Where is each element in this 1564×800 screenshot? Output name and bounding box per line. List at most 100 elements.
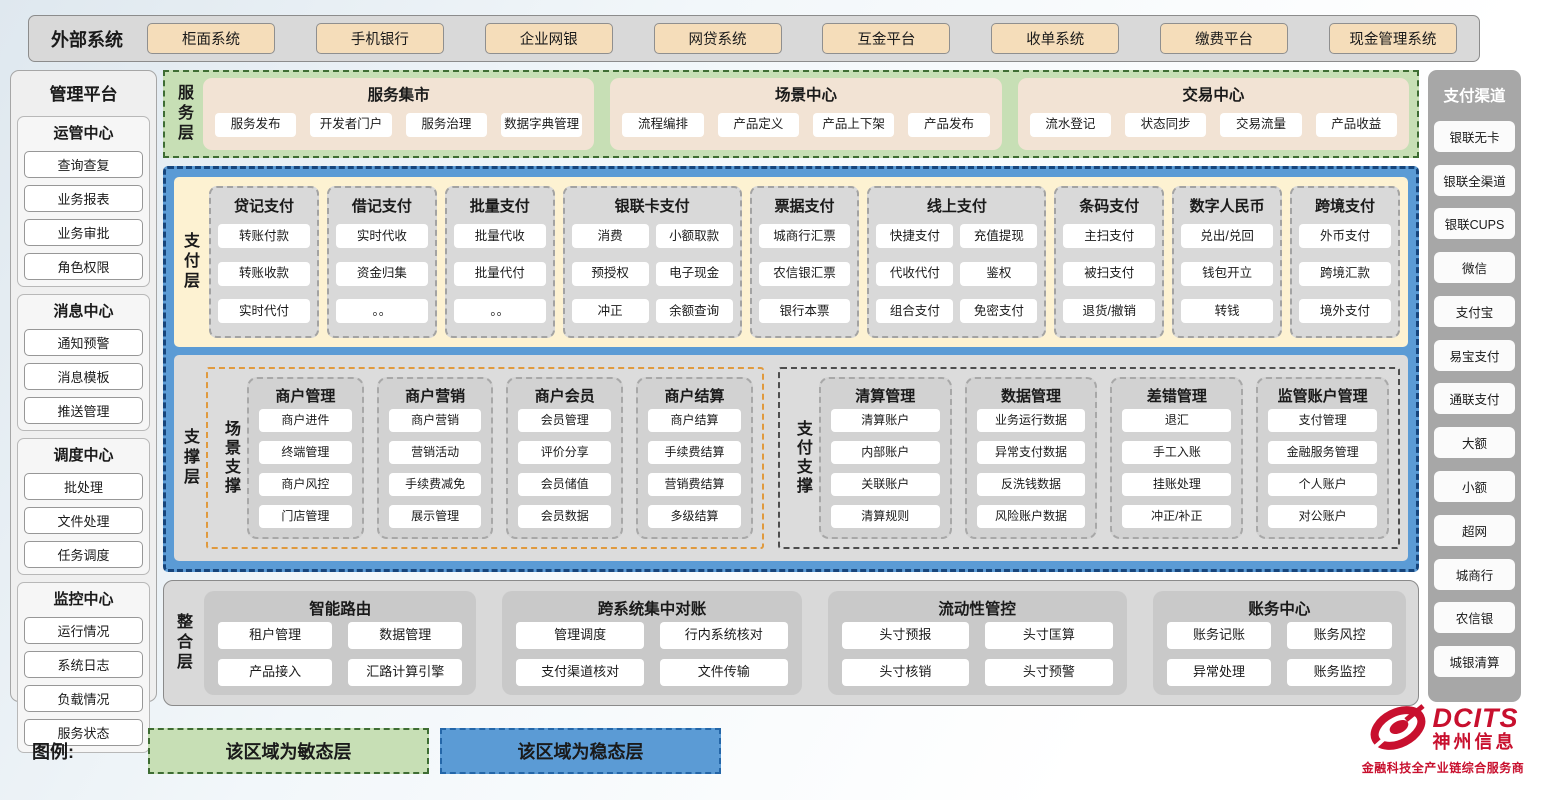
service-module-button[interactable]: 交易流量: [1220, 112, 1302, 137]
payment-module-button[interactable]: 钱包开立: [1181, 261, 1274, 286]
management-module-button[interactable]: 负载情况: [24, 685, 143, 712]
payment-module-button[interactable]: 实时代付: [218, 298, 310, 323]
integration-module-button[interactable]: 账务风控: [1287, 622, 1392, 649]
payment-channel-button[interactable]: 超网: [1434, 514, 1515, 546]
payment-channel-button[interactable]: 通联支付: [1434, 383, 1515, 415]
support-module-button[interactable]: 手工入账: [1122, 441, 1232, 464]
service-module-button[interactable]: 流水登记: [1029, 112, 1111, 137]
integration-module-button[interactable]: 管理调度: [516, 622, 644, 649]
service-module-button[interactable]: 服务发布: [215, 112, 297, 137]
payment-module-button[interactable]: 兑出/兑回: [1181, 224, 1274, 249]
payment-module-button[interactable]: 组合支付: [876, 298, 954, 323]
integration-module-button[interactable]: 支付渠道核对: [516, 659, 644, 686]
support-module-button[interactable]: 会员数据: [518, 505, 612, 528]
payment-module-button[interactable]: 小额取款: [655, 224, 733, 249]
payment-channel-button[interactable]: 支付宝: [1434, 295, 1515, 327]
payment-module-button[interactable]: 被扫支付: [1063, 261, 1156, 286]
support-module-button[interactable]: 评价分享: [518, 441, 612, 464]
payment-module-button[interactable]: 境外支付: [1299, 298, 1391, 323]
service-module-button[interactable]: 开发者门户: [310, 112, 392, 137]
payment-channel-button[interactable]: 城银清算: [1434, 646, 1515, 678]
support-module-button[interactable]: 风险账户数据: [976, 505, 1086, 528]
support-module-button[interactable]: 营销费结算: [648, 473, 741, 496]
external-system-button[interactable]: 网贷系统: [653, 23, 782, 54]
management-module-button[interactable]: 推送管理: [24, 397, 143, 424]
payment-module-button[interactable]: 城商行汇票: [758, 224, 851, 249]
integration-module-button[interactable]: 产品接入: [218, 659, 333, 686]
support-module-button[interactable]: 反洗钱数据: [976, 473, 1086, 496]
support-module-button[interactable]: 商户风控: [259, 473, 352, 496]
support-module-button[interactable]: 清算规则: [830, 505, 940, 528]
external-system-button[interactable]: 现金管理系统: [1328, 23, 1457, 54]
payment-module-button[interactable]: 余额查询: [655, 298, 733, 323]
payment-module-button[interactable]: 充值提现: [960, 224, 1038, 249]
external-system-button[interactable]: 缴费平台: [1160, 23, 1289, 54]
service-module-button[interactable]: 服务治理: [405, 112, 487, 137]
integration-module-button[interactable]: 头寸核销: [841, 659, 970, 686]
payment-module-button[interactable]: 。。: [453, 298, 546, 323]
integration-module-button[interactable]: 行内系统核对: [659, 622, 788, 649]
support-module-button[interactable]: 关联账户: [830, 473, 940, 496]
support-module-button[interactable]: 冲正/补正: [1122, 505, 1232, 528]
support-module-button[interactable]: 内部账户: [830, 441, 940, 464]
support-module-button[interactable]: 对公账户: [1268, 505, 1378, 528]
support-module-button[interactable]: 挂账处理: [1122, 473, 1232, 496]
payment-module-button[interactable]: 。。: [335, 298, 428, 323]
payment-channel-button[interactable]: 易宝支付: [1434, 339, 1515, 371]
service-module-button[interactable]: 流程编排: [622, 112, 704, 137]
integration-module-button[interactable]: 租户管理: [218, 622, 333, 649]
integration-module-button[interactable]: 汇路计算引擎: [348, 659, 463, 686]
payment-module-button[interactable]: 实时代收: [335, 224, 428, 249]
payment-module-button[interactable]: 主扫支付: [1063, 224, 1156, 249]
integration-module-button[interactable]: 账务记账: [1166, 622, 1272, 649]
payment-module-button[interactable]: 消费: [571, 224, 649, 249]
payment-module-button[interactable]: 外币支付: [1299, 224, 1391, 249]
payment-module-button[interactable]: 银行本票: [758, 298, 851, 323]
payment-channel-button[interactable]: 小额: [1434, 471, 1515, 503]
support-module-button[interactable]: 门店管理: [259, 505, 352, 528]
service-module-button[interactable]: 产品定义: [717, 112, 799, 137]
support-module-button[interactable]: 业务运行数据: [976, 409, 1086, 432]
support-module-button[interactable]: 商户营销: [388, 409, 482, 432]
support-module-button[interactable]: 退汇: [1122, 409, 1232, 432]
payment-module-button[interactable]: 跨境汇款: [1299, 261, 1391, 286]
management-module-button[interactable]: 运行情况: [24, 617, 143, 644]
payment-channel-button[interactable]: 银联CUPS: [1434, 208, 1515, 240]
payment-channel-button[interactable]: 农信银: [1434, 602, 1515, 634]
payment-module-button[interactable]: 转账收款: [218, 261, 310, 286]
support-module-button[interactable]: 支付管理: [1268, 409, 1378, 432]
payment-module-button[interactable]: 资金归集: [335, 261, 428, 286]
support-module-button[interactable]: 清算账户: [830, 409, 940, 432]
service-module-button[interactable]: 数据字典管理: [500, 112, 583, 137]
payment-module-button[interactable]: 批量代付: [453, 261, 546, 286]
support-module-button[interactable]: 商户进件: [259, 409, 352, 432]
support-module-button[interactable]: 多级结算: [648, 505, 741, 528]
management-module-button[interactable]: 查询查复: [24, 151, 143, 178]
payment-channel-button[interactable]: 大额: [1434, 427, 1515, 459]
payment-module-button[interactable]: 代收代付: [876, 261, 954, 286]
support-module-button[interactable]: 终端管理: [259, 441, 352, 464]
payment-channel-button[interactable]: 微信: [1434, 252, 1515, 284]
service-module-button[interactable]: 产品上下架: [812, 112, 895, 137]
integration-module-button[interactable]: 异常处理: [1166, 659, 1272, 686]
support-module-button[interactable]: 金融服务管理: [1268, 441, 1378, 464]
external-system-button[interactable]: 互金平台: [822, 23, 951, 54]
integration-module-button[interactable]: 文件传输: [659, 659, 788, 686]
external-system-button[interactable]: 收单系统: [991, 23, 1120, 54]
integration-module-button[interactable]: 头寸匡算: [985, 622, 1113, 649]
support-module-button[interactable]: 展示管理: [388, 505, 482, 528]
external-system-button[interactable]: 柜面系统: [147, 23, 275, 54]
support-module-button[interactable]: 个人账户: [1268, 473, 1378, 496]
integration-module-button[interactable]: 数据管理: [348, 622, 463, 649]
integration-module-button[interactable]: 头寸预报: [841, 622, 970, 649]
support-module-button[interactable]: 会员储值: [518, 473, 612, 496]
management-module-button[interactable]: 文件处理: [24, 507, 143, 534]
payment-module-button[interactable]: 快捷支付: [876, 224, 954, 249]
management-module-button[interactable]: 任务调度: [24, 541, 143, 568]
external-system-button[interactable]: 企业网银: [484, 23, 613, 54]
payment-module-button[interactable]: 鉴权: [960, 261, 1038, 286]
integration-module-button[interactable]: 头寸预警: [985, 659, 1113, 686]
payment-module-button[interactable]: 转账付款: [218, 224, 310, 249]
management-module-button[interactable]: 消息模板: [24, 363, 143, 390]
payment-module-button[interactable]: 退货/撤销: [1063, 298, 1156, 323]
